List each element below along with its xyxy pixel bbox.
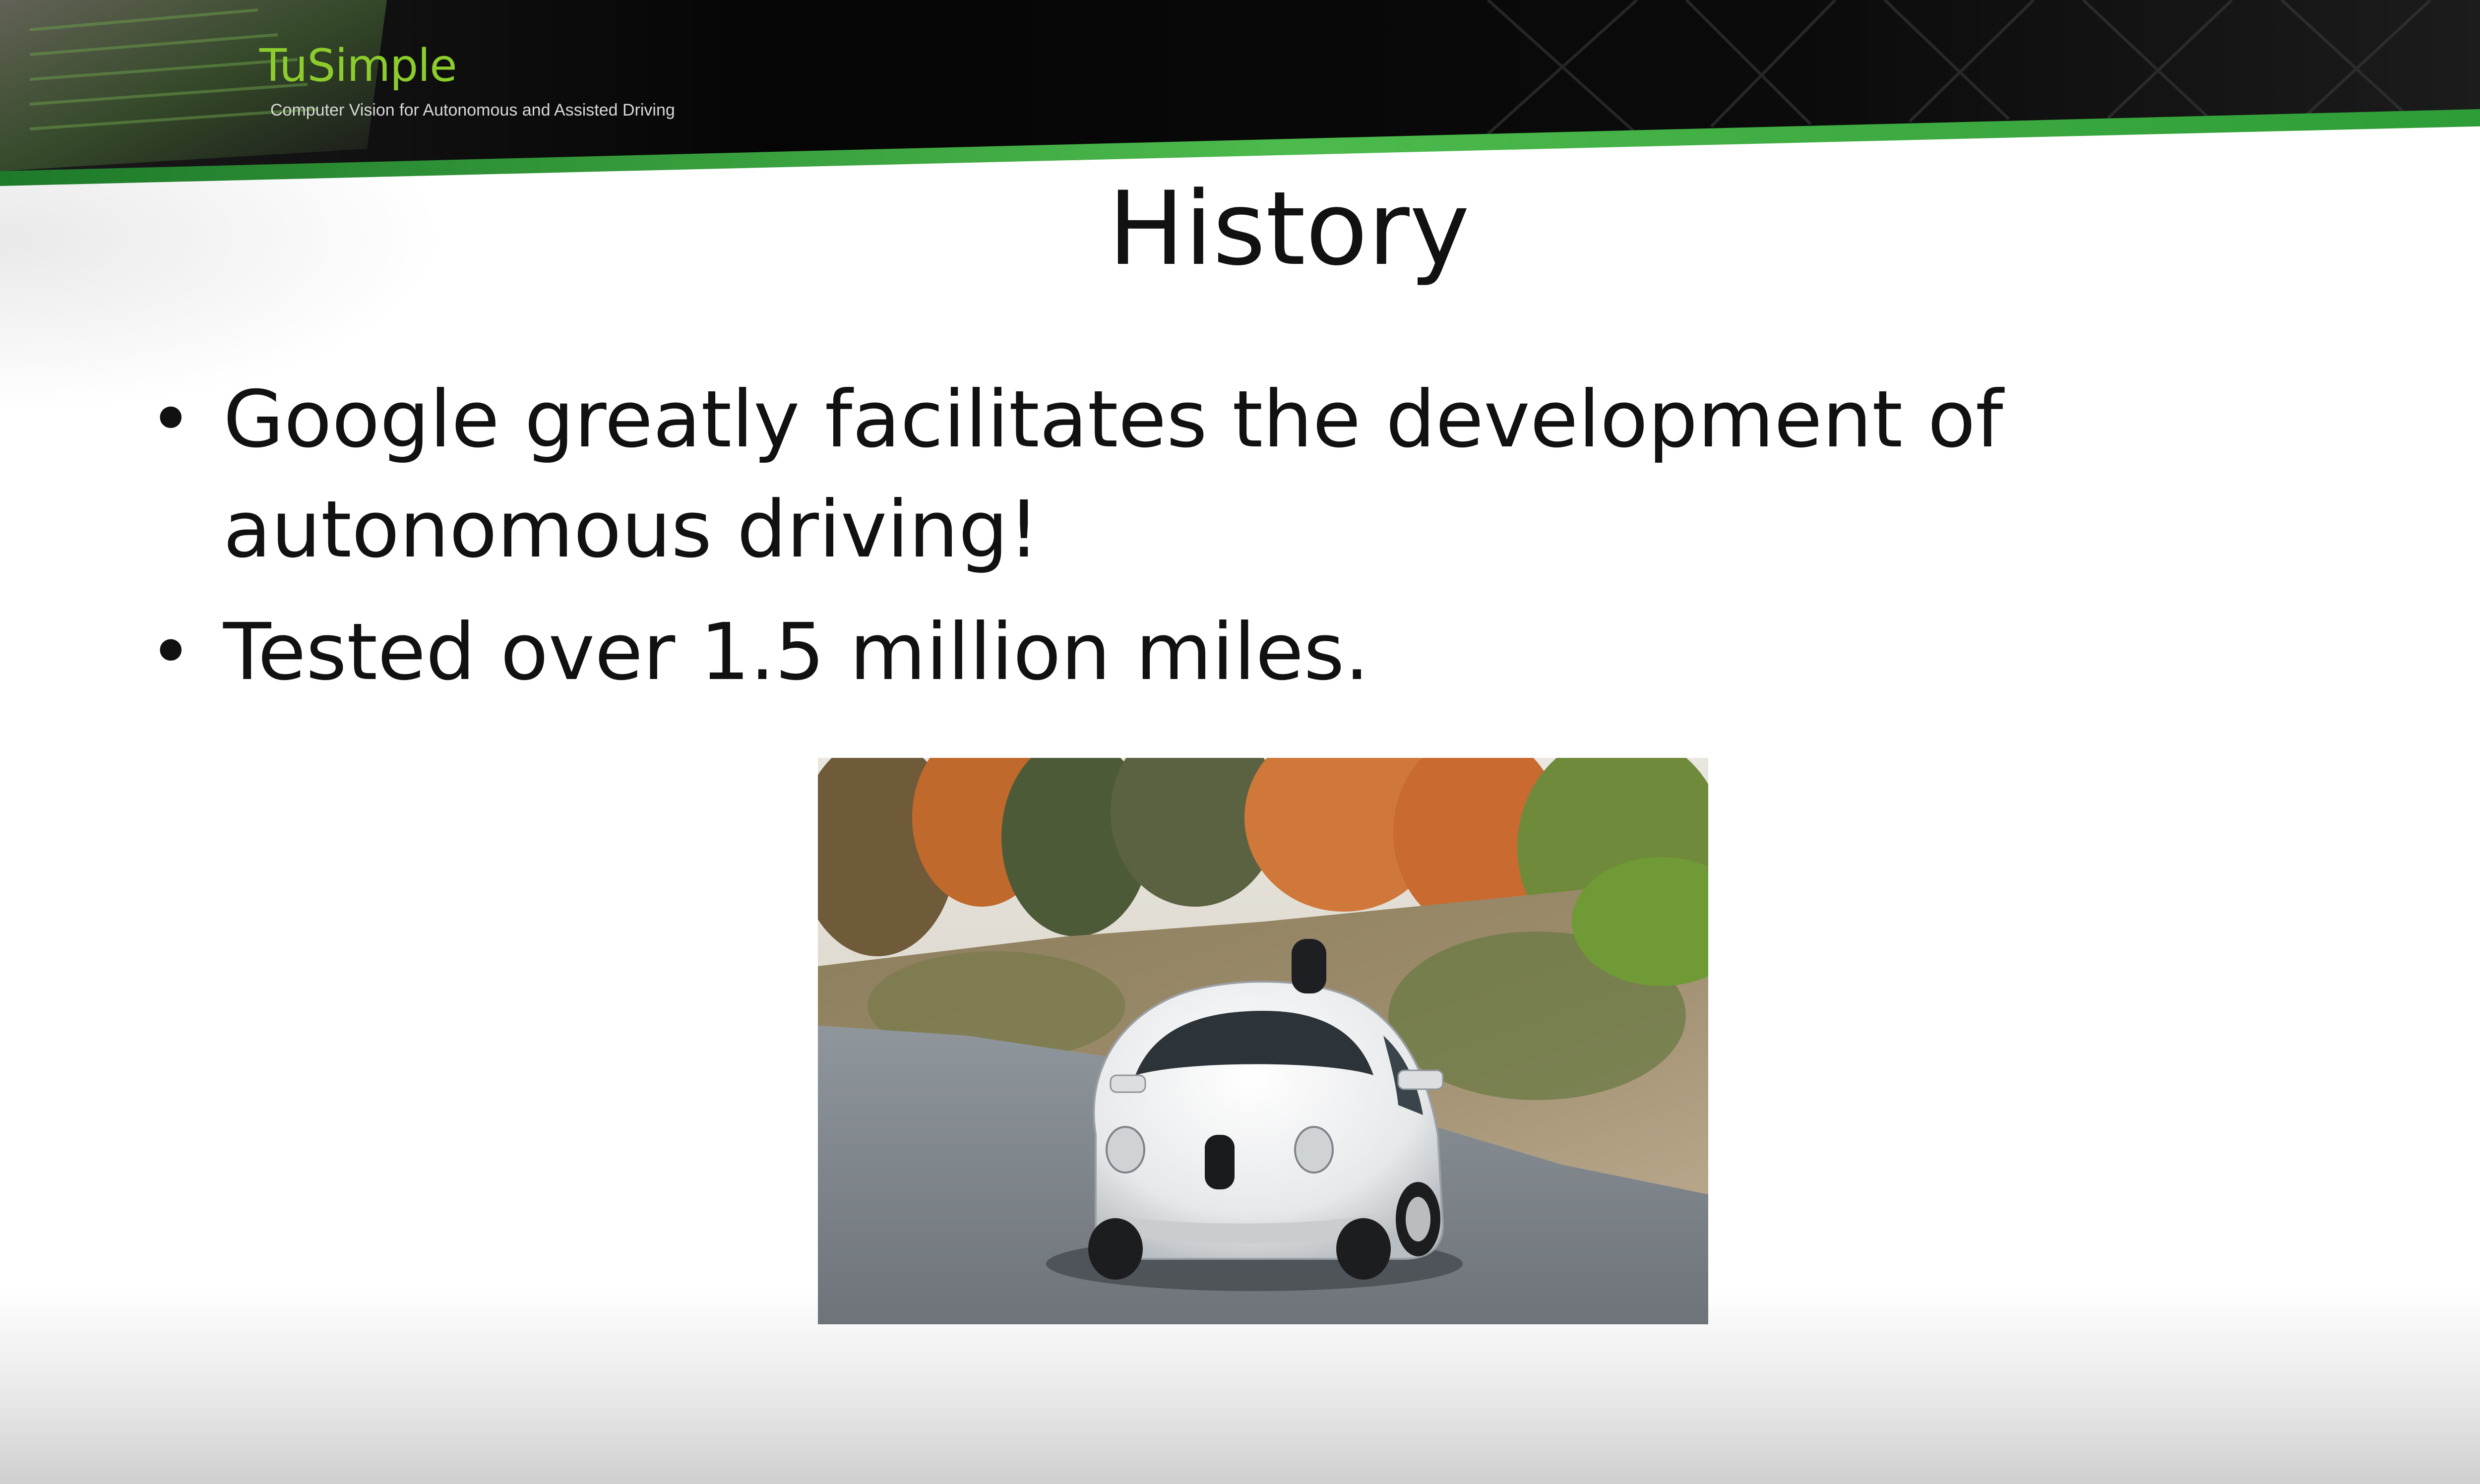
header-banner: TuSimple Computer Vision for Autonomous …: [0, 0, 2480, 188]
bullet-list: • Google greatly facilitates the develop…: [149, 365, 2430, 720]
brand-name: TuSimple: [259, 40, 457, 92]
bullet-text: Tested over 1.5 million miles.: [223, 607, 1369, 698]
car-illustration: [818, 758, 1708, 1324]
slide-title: History: [1108, 170, 1470, 288]
bullet-dot-icon: •: [149, 376, 193, 463]
bullet-text: Google greatly facilitates the developme…: [223, 374, 2003, 575]
bullet-item: • Tested over 1.5 million miles.: [149, 597, 2430, 707]
background-glow: [0, 164, 446, 412]
self-driving-car-photo: [818, 758, 1708, 1324]
brand-tagline: Computer Vision for Autonomous and Assis…: [270, 101, 675, 120]
bullet-item: • Google greatly facilitates the develop…: [149, 365, 2430, 585]
bullet-dot-icon: •: [149, 609, 193, 695]
header-graphic: [0, 0, 2480, 186]
